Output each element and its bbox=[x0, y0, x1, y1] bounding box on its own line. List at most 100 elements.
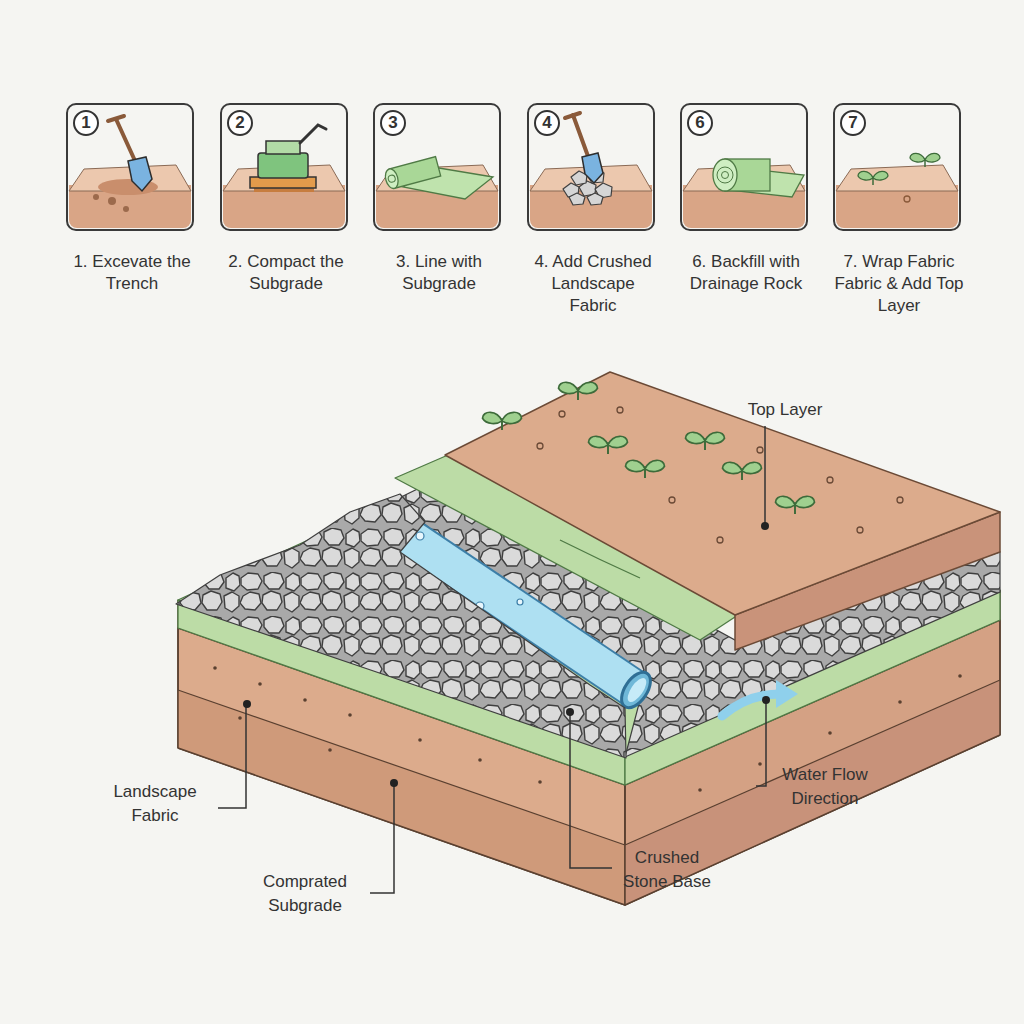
water-flow-arrow bbox=[722, 694, 780, 716]
water-flow-arrow bbox=[776, 680, 798, 708]
callout-label: Water Flow Direction bbox=[760, 763, 890, 811]
leader-dots bbox=[390, 779, 398, 787]
subgrade-dots bbox=[213, 666, 217, 670]
gravel-icon bbox=[573, 115, 589, 159]
fabric-roll-icon bbox=[713, 159, 737, 191]
planting-icon bbox=[910, 153, 940, 167]
subgrade-dots bbox=[898, 700, 902, 704]
soil-dots bbox=[537, 407, 903, 543]
gravel-icon bbox=[587, 193, 603, 205]
gravel-icon bbox=[569, 193, 585, 205]
subgrade-dots bbox=[328, 748, 332, 752]
subgrade-dots bbox=[758, 762, 762, 766]
callout-label: Comprated Subgrade bbox=[245, 870, 365, 918]
step-number: 4 bbox=[534, 110, 560, 136]
seedlings bbox=[776, 496, 815, 514]
leader-lines bbox=[570, 714, 612, 868]
step-caption: 2. Compact the Subgrade bbox=[221, 251, 351, 295]
soil-dots bbox=[617, 407, 623, 413]
subgrade-dots bbox=[418, 738, 422, 742]
fabric-roll-icon bbox=[383, 167, 400, 189]
planting-icon bbox=[836, 165, 958, 228]
step-box: 11. Excevate the Trench bbox=[66, 103, 194, 231]
step-number: 1 bbox=[73, 110, 99, 136]
step-number: 6 bbox=[687, 110, 713, 136]
seedlings bbox=[559, 382, 598, 400]
step-box: 77. Wrap Fabric Fabric & Add Top Layer bbox=[833, 103, 961, 231]
soil-dots bbox=[757, 447, 763, 453]
leader-lines bbox=[756, 702, 766, 786]
water-flow-arrow bbox=[722, 680, 798, 716]
subgrade-dots bbox=[348, 713, 352, 717]
step-caption: 7. Wrap Fabric Fabric & Add Top Layer bbox=[834, 251, 964, 317]
soil-dots bbox=[857, 527, 863, 533]
leader-dots bbox=[243, 700, 251, 708]
leader-lines bbox=[218, 426, 766, 893]
leader-lines bbox=[370, 785, 394, 893]
callout-label: Landscape Fabric bbox=[95, 780, 215, 828]
drain-pipe bbox=[517, 599, 523, 605]
subgrade-dots bbox=[958, 674, 962, 678]
subgrade-dots bbox=[303, 698, 307, 702]
callout-label: Top Layer bbox=[725, 398, 845, 422]
step-number: 3 bbox=[380, 110, 406, 136]
cross-section bbox=[176, 372, 1000, 905]
step-box: 22. Compact the Subgrade bbox=[220, 103, 348, 231]
crushed-stone-heap bbox=[176, 494, 626, 758]
fabric-roll-icon bbox=[683, 159, 805, 228]
compactor-icon bbox=[300, 125, 326, 143]
step-caption: 6. Backfill with Drainage Rock bbox=[681, 251, 811, 295]
leader-dots bbox=[762, 696, 770, 704]
subgrade-dots bbox=[538, 780, 542, 784]
top-layer-slab bbox=[445, 372, 1000, 615]
planting-icon bbox=[904, 196, 910, 202]
compactor-icon bbox=[258, 153, 308, 178]
gravel-icon bbox=[565, 113, 580, 118]
subgrade-dots bbox=[698, 788, 702, 792]
planting-icon bbox=[836, 153, 958, 228]
soil-dots bbox=[537, 443, 543, 449]
fabric-roll-icon bbox=[722, 172, 729, 179]
excavate-icon bbox=[123, 206, 129, 212]
excavate-icon bbox=[108, 116, 124, 121]
excavate-icon bbox=[93, 194, 99, 200]
soil-dots bbox=[717, 537, 723, 543]
seedlings bbox=[686, 432, 725, 450]
leader-lines bbox=[764, 426, 766, 524]
soil-dots bbox=[669, 497, 675, 503]
soil-dots bbox=[897, 497, 903, 503]
callout-label: Crushed Stone Base bbox=[612, 846, 722, 894]
step-box: 66. Backfill with Drainage Rock bbox=[680, 103, 808, 231]
subgrade-dots bbox=[238, 716, 242, 720]
gravel-icon bbox=[582, 153, 603, 183]
leader-dots bbox=[566, 708, 574, 716]
step-caption: 4. Add Crushed Landscape Fabric bbox=[528, 251, 658, 317]
subgrade-dots bbox=[828, 731, 832, 735]
step-box: 44. Add Crushed Landscape Fabric bbox=[527, 103, 655, 231]
seedlings bbox=[589, 436, 628, 454]
excavate-icon bbox=[128, 157, 152, 191]
compactor-icon bbox=[266, 141, 300, 154]
seedlings bbox=[483, 412, 522, 430]
step-box: 33. Line with Subgrade bbox=[373, 103, 501, 231]
fabric-roll-icon bbox=[376, 157, 498, 228]
drain-pipe bbox=[416, 532, 424, 540]
fabric-roll-icon bbox=[717, 167, 733, 183]
step-number: 2 bbox=[227, 110, 253, 136]
leader-dots bbox=[243, 522, 770, 787]
step-caption: 1. Excevate the Trench bbox=[67, 251, 197, 295]
excavate-icon bbox=[116, 119, 136, 163]
planting-icon bbox=[858, 171, 888, 185]
compactor-icon bbox=[223, 125, 345, 228]
seedlings bbox=[723, 462, 762, 480]
soil-dots bbox=[827, 477, 833, 483]
subgrade-dots bbox=[478, 758, 482, 762]
soil-dots bbox=[559, 411, 565, 417]
fabric-roll-icon bbox=[387, 174, 396, 183]
step-number: 7 bbox=[840, 110, 866, 136]
seedlings bbox=[626, 460, 665, 478]
